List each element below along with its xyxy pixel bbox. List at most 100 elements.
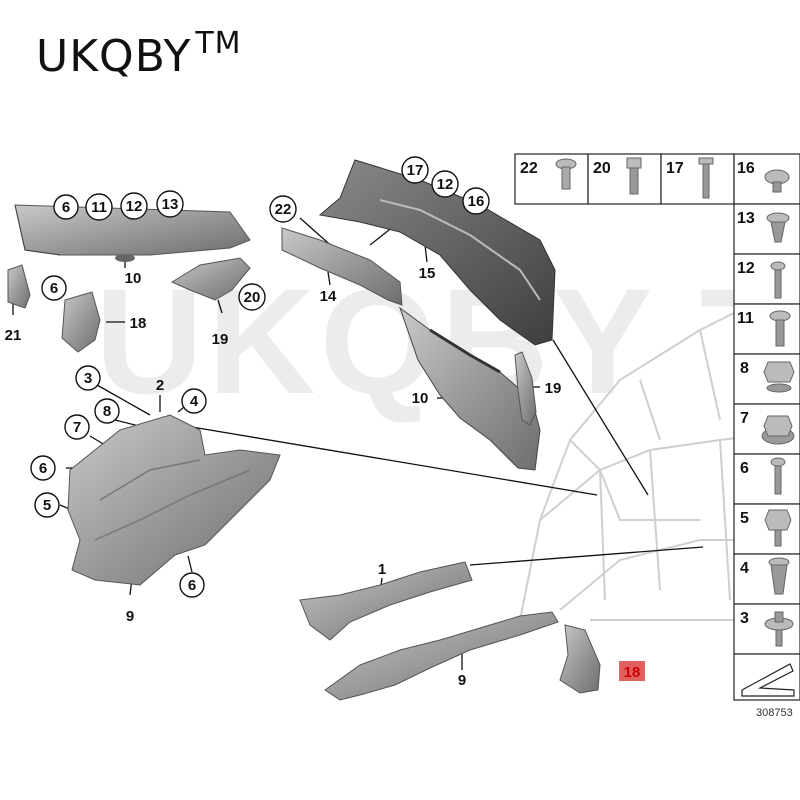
part-10-duct — [14, 204, 251, 262]
part-14-panel — [281, 227, 403, 306]
svg-text:16: 16 — [468, 193, 485, 210]
svg-text:17: 17 — [666, 160, 684, 177]
svg-text:17: 17 — [407, 162, 424, 179]
parts-cell-3: 3 — [740, 610, 794, 647]
callout-12-top: 12 — [120, 192, 148, 220]
label-18-left: 18 — [130, 315, 147, 332]
label-15: 15 — [419, 265, 436, 282]
label-10-top: 10 — [125, 270, 142, 287]
parts-cell-13: 13 — [737, 210, 790, 243]
label-14: 14 — [320, 288, 337, 305]
parts-cell-11: 11 — [737, 310, 791, 347]
svg-text:4: 4 — [740, 560, 749, 577]
svg-text:12: 12 — [737, 260, 755, 277]
part-19-strip-right — [514, 351, 537, 426]
part-18-bracket-left — [61, 291, 101, 353]
label-9-left: 9 — [126, 608, 134, 625]
diagram-reference-number: 308753 — [756, 707, 793, 719]
label-19-right: 19 — [545, 380, 562, 397]
svg-text:20: 20 — [593, 160, 611, 177]
callout-5: 5 — [34, 492, 60, 518]
svg-text:6: 6 — [188, 577, 196, 594]
svg-text:5: 5 — [43, 497, 51, 514]
svg-text:6: 6 — [50, 280, 58, 297]
svg-text:7: 7 — [73, 419, 81, 436]
svg-text:8: 8 — [740, 360, 749, 377]
label-10-mid: 10 — [412, 390, 429, 407]
callout-3: 3 — [75, 365, 101, 391]
plain-labels: 10 21 18 19 14 15 10 19 2 9 1 9 18 — [5, 265, 645, 689]
svg-text:11: 11 — [91, 199, 107, 216]
hex-socket-bolt-icon — [626, 157, 642, 195]
part-10-side-panel — [399, 306, 541, 471]
callout-6-left: 6 — [41, 275, 67, 301]
svg-text:12: 12 — [126, 198, 143, 215]
callout-11-top: 11 — [85, 193, 113, 221]
callout-20: 20 — [238, 283, 266, 311]
svg-text:7: 7 — [740, 410, 749, 427]
svg-text:4: 4 — [190, 393, 199, 410]
svg-text:6: 6 — [740, 460, 749, 477]
parts-cell-20: 20 — [593, 157, 642, 195]
svg-text:22: 22 — [520, 160, 538, 177]
svg-text:13: 13 — [737, 210, 755, 227]
svg-text:12: 12 — [437, 176, 454, 193]
svg-text:6: 6 — [62, 199, 70, 216]
callout-12-mid: 12 — [431, 170, 459, 198]
spreader-rivet-icon — [770, 261, 786, 299]
parts-table: 22 20 17 16 — [514, 153, 800, 719]
label-21: 21 — [5, 327, 22, 344]
parts-cell-5: 5 — [740, 509, 792, 547]
parts-cell-17: 17 — [666, 157, 714, 199]
part-1-bracket — [299, 561, 473, 641]
flange-nut-icon — [761, 415, 795, 445]
svg-text:6: 6 — [39, 460, 47, 477]
part-18-bracket-right — [559, 624, 601, 694]
part-15-wheelhouse — [318, 159, 556, 346]
washer-screw-icon — [764, 509, 792, 547]
callout-22: 22 — [269, 195, 297, 223]
svg-text:13: 13 — [162, 196, 179, 213]
parts-cell-6: 6 — [740, 457, 786, 495]
parts-cell-12: 12 — [737, 260, 786, 299]
label-19-left: 19 — [212, 331, 229, 348]
part-19-cover-left — [170, 257, 251, 301]
callout-8: 8 — [94, 398, 120, 424]
expansion-rivet-icon — [766, 212, 790, 243]
part-2-assembly — [67, 414, 281, 586]
callout-6-top: 6 — [53, 194, 79, 220]
parts-cell-8: 8 — [740, 360, 795, 393]
parts-cell-16: 16 — [737, 160, 790, 193]
svg-text:11: 11 — [737, 310, 754, 327]
callout-6-mid: 6 — [30, 455, 56, 481]
svg-text:16: 16 — [737, 160, 755, 177]
flat-head-screw-icon — [769, 310, 791, 347]
torx-bolt-short-icon — [555, 158, 577, 190]
svg-text:3: 3 — [740, 610, 749, 627]
label-1: 1 — [378, 561, 386, 578]
svg-text:8: 8 — [103, 403, 111, 420]
callout-13-top: 13 — [156, 190, 184, 218]
arrow-direction-icon — [741, 663, 795, 697]
brand-trademark: TM — [195, 26, 242, 61]
parts-cell-22: 22 — [520, 158, 577, 190]
callout-6-bottom: 6 — [179, 572, 205, 598]
hex-collar-nut-icon — [763, 361, 795, 393]
part-9-rail — [324, 611, 559, 701]
brand-name: UKQBY — [36, 31, 192, 82]
callout-17: 17 — [401, 156, 429, 184]
parts-cell-4: 4 — [740, 557, 790, 595]
part-21-bracket — [7, 264, 31, 309]
label-2: 2 — [156, 377, 164, 394]
label-18-highlighted: 18 — [624, 664, 641, 681]
label-9-bottom: 9 — [458, 672, 466, 689]
round-clip-icon — [764, 169, 790, 193]
push-clip-icon — [764, 611, 794, 647]
parts-cell-7: 7 — [740, 410, 795, 445]
svg-text:5: 5 — [740, 510, 749, 527]
svg-text:22: 22 — [275, 201, 292, 218]
highlight-box — [619, 661, 645, 681]
long-screw-icon — [698, 157, 714, 199]
